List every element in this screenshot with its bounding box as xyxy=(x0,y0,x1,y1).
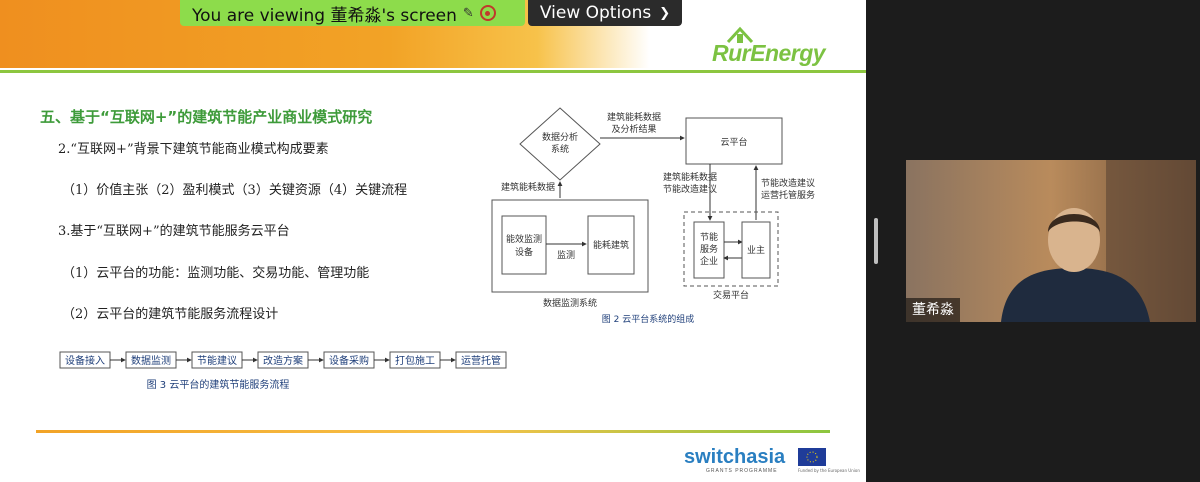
monitor-system-label: 数据监测系统 xyxy=(543,297,597,309)
analysis-label-2: 系统 xyxy=(551,143,569,155)
screen-share-banner: You are viewing 董希淼's screen ✎ xyxy=(180,0,525,26)
panel-resize-handle[interactable] xyxy=(874,218,878,264)
monitor-label: 监测 xyxy=(557,249,575,261)
view-options-label: View Options xyxy=(539,3,652,23)
monitoring-system-frame xyxy=(491,199,649,293)
eu-flag-icon xyxy=(798,448,826,466)
switchasia-logo: switchasia GRANTS PROGRAMME xyxy=(684,446,786,474)
flow-step-label: 设备接入 xyxy=(65,354,105,367)
body-line-5: （2）云平台的建筑节能服务流程设计 xyxy=(62,307,279,322)
owner-box xyxy=(741,221,771,279)
top-flow-label-1: 建筑能耗数据 xyxy=(607,111,661,123)
shared-slide: RurEnergy 五、基于“互联网+”的建筑节能产业商业模式研究 2.“互联网… xyxy=(0,0,866,482)
top-flow-label-2: 及分析结果 xyxy=(611,123,656,135)
left-flow-label: 建筑能耗数据 xyxy=(501,181,555,193)
flow-step-label: 设备采购 xyxy=(329,354,369,367)
monitoring-device-box xyxy=(501,215,547,275)
figure2-caption: 图 2 云平台系统的组成 xyxy=(602,313,694,325)
recording-indicator-icon xyxy=(479,5,496,21)
switchasia-subtext: GRANTS PROGRAMME xyxy=(706,468,778,474)
owner-label: 业主 xyxy=(747,244,765,256)
analysis-system-diamond xyxy=(519,107,601,181)
footer-divider xyxy=(36,430,830,433)
company-label-2: 服务 xyxy=(700,243,718,255)
share-banner-text: You are viewing 董希淼's screen xyxy=(192,5,457,26)
view-options-button[interactable]: View Options ❯ xyxy=(528,0,682,26)
service-company-box xyxy=(693,221,725,279)
participant-name-label: 董希淼 xyxy=(906,298,960,322)
analysis-label-1: 数据分析 xyxy=(542,131,578,143)
building-box xyxy=(587,215,635,275)
participant-video-frame xyxy=(906,160,1196,322)
header-divider xyxy=(0,70,866,73)
flow-step-label: 打包施工 xyxy=(395,354,435,367)
rurenergy-logo: RurEnergy xyxy=(706,24,826,76)
flow-step-label: 数据监测 xyxy=(131,354,171,367)
cloud-platform-label: 云平台 xyxy=(720,136,747,148)
mid-right-label-1: 节能改造建议 xyxy=(761,177,815,189)
flow-step-label: 运营托管 xyxy=(461,354,501,367)
company-label-3: 企业 xyxy=(700,255,718,267)
mid-left-label-2: 节能改造建议 xyxy=(663,183,717,195)
device-label-1: 能效监测 xyxy=(506,233,542,245)
body-line-3: 3.基于“互联网+”的建筑节能服务云平台 xyxy=(58,224,290,239)
logo-text: RurEnergy xyxy=(712,40,826,66)
device-label-2: 设备 xyxy=(515,246,533,258)
cloud-platform-box xyxy=(685,117,783,165)
company-label-1: 节能 xyxy=(700,231,718,243)
body-line-4: （1）云平台的功能：监测功能、交易功能、管理功能 xyxy=(62,266,370,281)
figure3-caption: 图 3 云平台的建筑节能服务流程 xyxy=(147,378,290,391)
service-flow-diagram: 设备接入 数据监测 节能建议 改造方案 设备采购 打包施工 运营托管 图 3 云平台的建筑节… xyxy=(59,351,507,391)
mid-left-label-1: 建筑能耗数据 xyxy=(663,171,717,183)
chevron-down-icon: ❯ xyxy=(659,5,671,21)
flow-step-label: 节能建议 xyxy=(197,354,237,367)
eu-caption: Funded by the European Union xyxy=(798,468,860,473)
flow-step-box xyxy=(455,351,507,369)
body-line-2: （1）价值主张（2）盈利模式（3）关键资源（4）关键流程 xyxy=(62,183,408,198)
house-icon xyxy=(726,26,754,44)
cloud-platform-diagram: 数据分析 系统 建筑能耗数据 及分析结果 云平台 建筑能耗数据 建筑能耗数据 节… xyxy=(491,107,815,325)
trade-platform-label: 交易平台 xyxy=(713,289,749,301)
switchasia-text: switchasia xyxy=(684,446,786,468)
mid-right-label-2: 运营托管服务 xyxy=(761,189,815,201)
participant-video-tile[interactable] xyxy=(906,160,1196,322)
muted-mic-icon: ✎ xyxy=(462,5,474,21)
building-label: 能耗建筑 xyxy=(593,239,629,251)
slide-title: 五、基于“互联网+”的建筑节能产业商业模式研究 xyxy=(40,108,373,126)
body-line-1: 2.“互联网+”背景下建筑节能商业模式构成要素 xyxy=(58,142,329,157)
flow-step-label: 改造方案 xyxy=(263,354,303,367)
